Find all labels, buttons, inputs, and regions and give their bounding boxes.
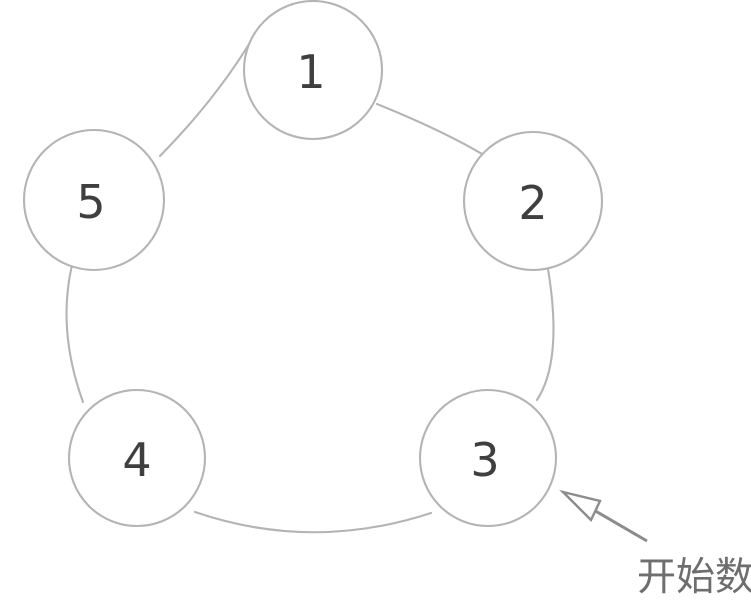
node-5[interactable]: 5 xyxy=(22,128,166,272)
link-3-to-4 xyxy=(193,510,433,534)
link-4-to-5 xyxy=(65,263,85,404)
node-2-circle[interactable] xyxy=(462,130,604,272)
node-1-circle[interactable] xyxy=(242,0,384,141)
node-1[interactable]: 1 xyxy=(242,0,384,141)
link-5-to-1 xyxy=(158,39,253,158)
annotation-group xyxy=(559,489,648,543)
annotation-label: 开始数 xyxy=(637,555,751,600)
node-4[interactable]: 4 xyxy=(67,388,207,528)
node-3[interactable]: 3 xyxy=(418,388,558,528)
node-5-circle[interactable] xyxy=(22,128,166,272)
link-1-to-2 xyxy=(375,102,489,159)
annotation-arrow-head-icon xyxy=(559,489,602,523)
node-4-circle[interactable] xyxy=(67,388,207,528)
node-5-label: 5 xyxy=(76,175,105,229)
node-3-circle[interactable] xyxy=(418,388,558,528)
node-group: 1 2 3 4 5 xyxy=(22,0,604,528)
node-4-label: 4 xyxy=(122,433,151,487)
link-2-to-3 xyxy=(535,267,555,402)
link-group xyxy=(65,39,555,534)
node-2-label: 2 xyxy=(518,176,547,230)
node-3-label: 3 xyxy=(470,433,499,487)
node-2[interactable]: 2 xyxy=(462,130,604,272)
annotation-arrow-shaft xyxy=(591,507,648,543)
node-1-label: 1 xyxy=(296,45,325,99)
